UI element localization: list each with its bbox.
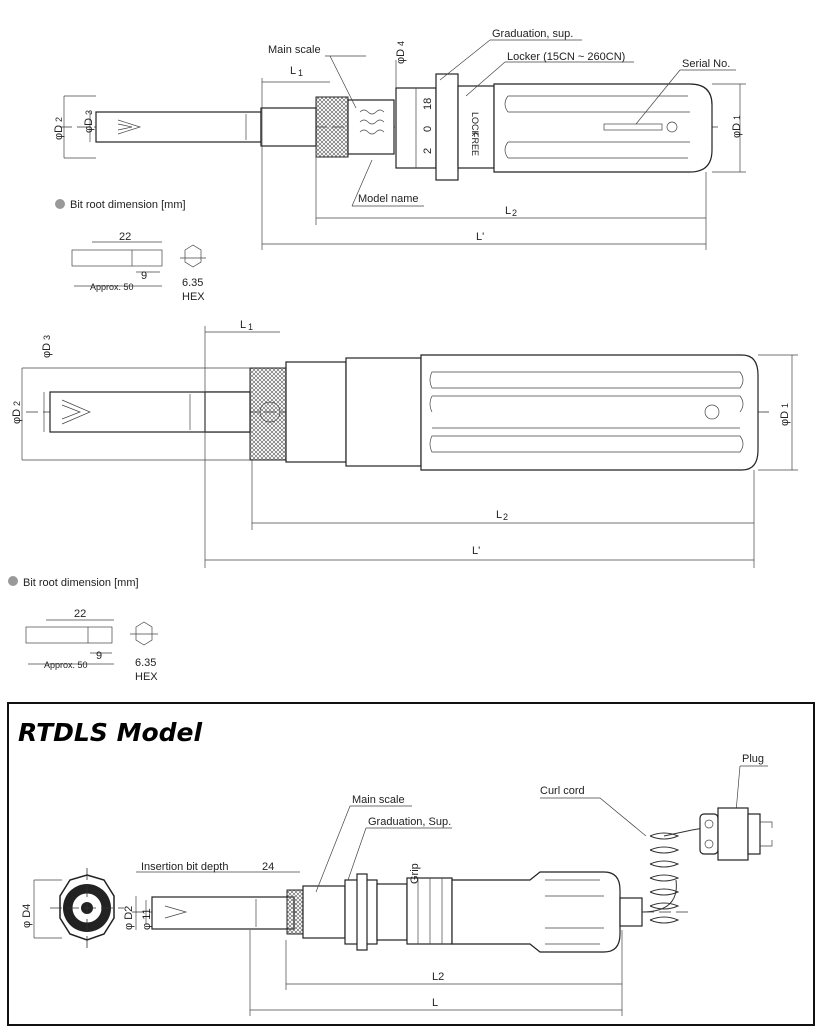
dim-l2-label: L	[496, 509, 502, 521]
dim-22-label-1: 22	[119, 231, 131, 243]
dim-l-label: L	[432, 997, 438, 1009]
approx50-label-1: Approx. 50	[90, 282, 134, 292]
dim-l2-label: L	[505, 205, 511, 217]
phi-d1-sub: 1	[732, 115, 742, 120]
bit-root-sketch-1	[71, 241, 206, 287]
dim-9-label-2: 9	[96, 650, 102, 662]
main-scale-label: Main scale	[268, 44, 321, 56]
phi-d2-label: φD	[11, 409, 23, 424]
dim-lp-label: L'	[476, 231, 484, 243]
phi-d4-label: φD	[395, 49, 407, 64]
scale-0: 0	[422, 126, 434, 132]
depth-24-label: 24	[262, 861, 274, 873]
phi-d2-label: φ D2	[123, 906, 135, 930]
grip-label: Grip	[409, 863, 421, 884]
lock-mark: LOCK	[470, 112, 480, 137]
model-name-label: Model name	[358, 193, 419, 205]
dim-l2-sub: 2	[512, 208, 517, 218]
bullet-icon	[55, 199, 65, 209]
graduation-sup-label: Graduation, Sup.	[368, 816, 451, 828]
dims-1	[63, 60, 746, 250]
hex-label-1: HEX	[182, 291, 205, 303]
dims-rtdls	[135, 871, 623, 1016]
graduation-ring-1	[395, 73, 495, 181]
dims-2	[21, 326, 798, 568]
drawing-1-torque-driver: Main scale Graduation, sup. Locker (15CN…	[53, 28, 746, 303]
dim-lp-label: L'	[472, 545, 480, 557]
phi-d1-label: φD	[779, 411, 791, 426]
scale-2: 2	[422, 148, 434, 154]
dim-l2-label: L2	[432, 971, 444, 983]
bit-root-heading-1: Bit root dimension [mm]	[70, 199, 186, 211]
phi-d3-label: φD	[83, 118, 95, 133]
phi-d2-sub: 2	[54, 117, 64, 122]
locker-label: Locker (15CN ~ 260CN)	[507, 51, 625, 63]
hex-size-label-1: 6.35	[182, 277, 203, 289]
hex-label-2: HEX	[135, 671, 158, 683]
dim-l1-sub: 1	[298, 68, 303, 78]
insertion-depth-label: Insertion bit depth	[141, 861, 228, 873]
phi-d2-sub: 2	[12, 401, 22, 406]
phi-d1-sub: 1	[780, 403, 790, 408]
bullet-icon	[8, 576, 18, 586]
end-view	[33, 868, 124, 948]
dim-l2-sub: 2	[503, 512, 508, 522]
phi-d4-label: φ D4	[21, 904, 33, 928]
drawing-2-torque-driver: L 1 L 2 L' φD 2 φD 3 φD 1 Bit root dimen…	[8, 319, 798, 683]
dim-22-label-2: 22	[74, 608, 86, 620]
free-mark: FREE	[470, 132, 480, 156]
plug-label: Plug	[742, 753, 764, 765]
bit-root-sketch-2	[25, 619, 158, 665]
rtdls-model-panel: RTDLS Model φ D4	[7, 702, 815, 1026]
phi-d3-label: φD	[41, 343, 53, 358]
phi-d2-label: φD	[53, 125, 65, 140]
scale-18: 18	[422, 98, 434, 110]
dim-l1-sub: 1	[248, 322, 253, 332]
phi-d1-label: φD	[731, 123, 743, 138]
rtdls-title: RTDLS Model	[18, 718, 202, 747]
curl-cord-label: Curl cord	[540, 785, 585, 797]
handle-1	[493, 83, 713, 173]
main-scale-label: Main scale	[352, 794, 405, 806]
chuck-2	[204, 357, 422, 467]
phi-11-label: φ 11	[141, 908, 153, 930]
phi-d3-sub: 3	[84, 110, 94, 115]
dim-9-label-1: 9	[141, 270, 147, 282]
serial-no-label: Serial No.	[682, 58, 730, 70]
chuck-1	[260, 96, 395, 158]
phi-d3-sub: 3	[42, 335, 52, 340]
dim-l1-label: L	[240, 319, 246, 331]
phi-d4-sub: 4	[396, 41, 406, 46]
curl-cord	[641, 827, 705, 924]
rtdls-driver	[151, 871, 643, 953]
handle-2	[420, 354, 759, 471]
bit-root-heading-2: Bit root dimension [mm]	[23, 577, 139, 589]
graduation-sup-label: Graduation, sup.	[492, 28, 573, 40]
hex-size-label-2: 6.35	[135, 657, 156, 669]
approx50-label-2: Approx. 50	[44, 660, 88, 670]
dim-l1-label: L	[290, 65, 296, 77]
plug	[699, 807, 773, 861]
